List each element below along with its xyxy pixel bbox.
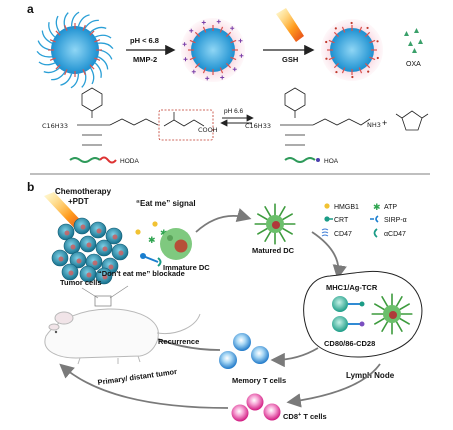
- sirpa-legend-icon: [370, 215, 379, 223]
- hoda-label: HODA: [120, 158, 139, 165]
- chem-tail-right: C16H33: [245, 122, 271, 130]
- svg-text:✱: ✱: [148, 236, 156, 246]
- crt-legend-icon: [324, 216, 330, 222]
- nanoparticle-charged: [181, 18, 245, 82]
- cd47-blockade: [140, 253, 162, 267]
- light-beam: [276, 8, 304, 42]
- chemo-label-2: +PDT: [68, 197, 89, 206]
- lymph-node-cells: [332, 296, 365, 332]
- lymph-node: [303, 270, 423, 358]
- legend-crt: CRT: [334, 217, 349, 224]
- core-spikes: [48, 23, 102, 77]
- legend-cd47: CD47: [334, 231, 352, 238]
- cd8-t-cells: [231, 393, 281, 422]
- acd47-legend-icon: [373, 228, 378, 238]
- arrow-mmp2-label: MMP-2: [133, 55, 157, 64]
- hoa-label: HOA: [324, 158, 339, 165]
- tumor-cells-label: Tumor cells: [60, 278, 102, 287]
- surface-marks: [325, 21, 379, 79]
- zoom-box: [94, 295, 112, 307]
- lymph-node-dc: [371, 293, 413, 335]
- memory-t-cells: [219, 333, 269, 369]
- legend-atp: ATP: [384, 204, 397, 211]
- chemo-label-1: Chemotherapy: [55, 187, 112, 196]
- cd8-label: CD8+ T cells: [283, 412, 327, 421]
- lymph-node-label: Lymph Node: [346, 371, 395, 380]
- dont-eat-me-label: “Don't eat me” blockade: [98, 269, 185, 278]
- hoda-icon: [69, 157, 101, 163]
- arrow-gsh-label: GSH: [282, 55, 298, 64]
- legend-acd47: αCD47: [384, 231, 406, 238]
- matured-dc: [254, 203, 296, 245]
- legend: HMGB1 ✱ ATP CRT SIRP-α CD47 αCD47: [321, 203, 407, 238]
- equilibrium-label: pH 6.6: [224, 108, 244, 115]
- nanoparticle-pegylated: [36, 11, 114, 89]
- nanoparticle-released: [321, 19, 383, 81]
- core-spikes: [188, 25, 238, 75]
- arrow-to-lymph-node: [311, 231, 347, 280]
- immature-dc-label: Immature DC: [163, 263, 210, 272]
- chem-plus: +: [382, 118, 387, 128]
- panel-a-label: a: [27, 2, 34, 16]
- arrow-to-cd8: [286, 363, 381, 408]
- arrow-to-matured-dc: [195, 208, 252, 233]
- recurrence-label: Recurrence: [158, 337, 199, 346]
- chem-cooh: COOH: [198, 126, 218, 134]
- matured-dc-label: Matured DC: [252, 246, 295, 255]
- hmgb1-legend-icon: [324, 203, 330, 209]
- chem-tail-left: C16H33: [42, 122, 68, 130]
- zoom-line-right: [109, 285, 129, 299]
- panel-b: b Chemotherapy +PDT Tumor cells “Eat me”…: [27, 180, 423, 422]
- cd47-legend-icon: [321, 228, 329, 237]
- eat-me-label: “Eat me” signal: [136, 199, 196, 208]
- arrow-to-memory-t: [270, 347, 319, 368]
- mouse-illustration: [44, 308, 201, 365]
- hoa-end-icon: [316, 158, 320, 162]
- core-spikes: [327, 25, 377, 75]
- chem-nh3: NH3: [367, 121, 381, 129]
- nanoparticle-core: [330, 28, 374, 72]
- panel-a: a pH < 6.8 MMP-2 GSH: [27, 2, 429, 165]
- oxa-label: OXA: [406, 61, 421, 68]
- zoom-line-left: [81, 287, 99, 299]
- hoa-icon: [284, 157, 316, 163]
- oxa-molecules: [404, 28, 423, 53]
- immature-dc: [160, 228, 192, 260]
- cd80-label: CD80/86-CD28: [324, 339, 375, 348]
- mhc-label: MHC1/Ag-TCR: [326, 283, 378, 292]
- nanoparticle-core: [51, 26, 99, 74]
- memory-t-label: Memory T cells: [232, 376, 286, 385]
- tumor-cluster: [51, 217, 129, 285]
- arrow-primary-distant: [59, 363, 229, 409]
- primary-distant-label: Primary/ distant tumor: [97, 367, 178, 387]
- panel-b-label: b: [27, 180, 34, 194]
- arrow-ph-label: pH < 6.8: [130, 36, 159, 45]
- positive-charges: [182, 19, 244, 81]
- legend-hmgb1: HMGB1: [334, 204, 359, 211]
- chemistry-scheme: [77, 87, 429, 146]
- legend-sirpa: SIRP-α: [384, 217, 407, 224]
- atp-legend-icon: ✱: [373, 203, 381, 213]
- nanoparticle-core: [191, 28, 235, 72]
- hoda-tail-icon: [99, 156, 117, 164]
